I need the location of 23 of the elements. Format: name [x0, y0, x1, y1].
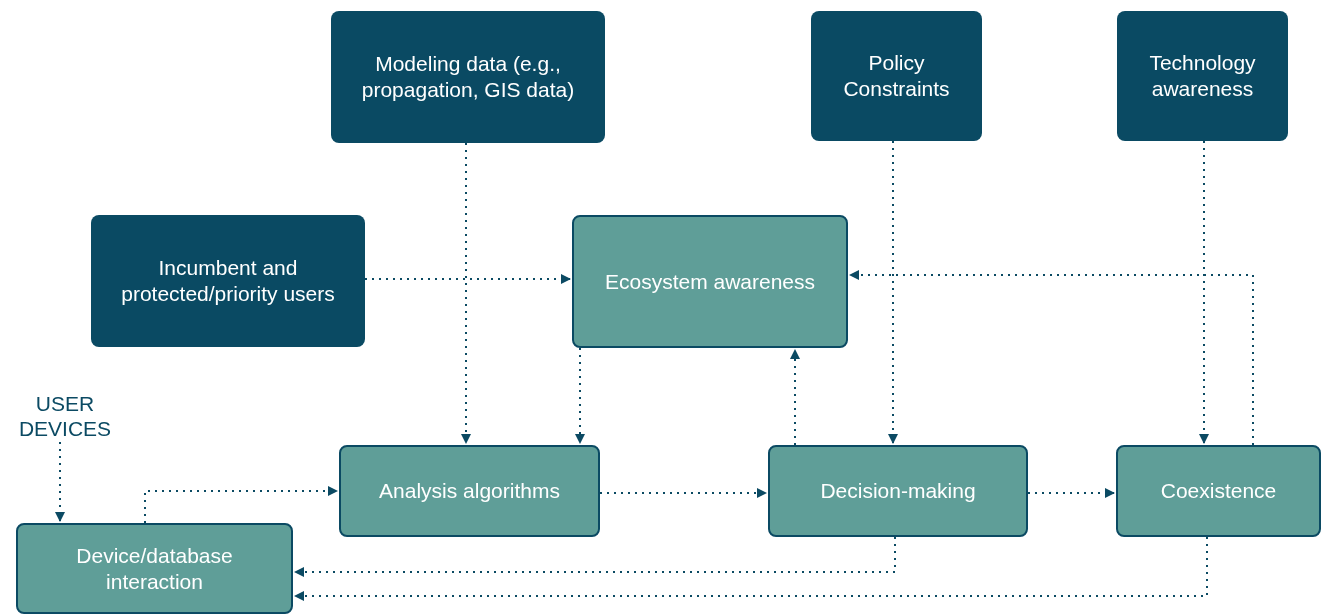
dotted-arrow [55, 441, 65, 522]
input-box: Policy Constraints [811, 11, 982, 141]
process-box: Ecosystem awareness [572, 215, 848, 348]
dotted-arrow [461, 142, 471, 444]
input-box: Modeling data (e.g., propagation, GIS data) [331, 11, 605, 143]
dotted-arrow [575, 347, 585, 444]
process-box: Coexistence [1116, 445, 1321, 537]
dotted-arrow [1199, 140, 1209, 444]
dotted-arrow [790, 349, 800, 446]
input-box: Technology awareness [1117, 11, 1288, 141]
dotted-arrow [1027, 488, 1115, 498]
process-box: Decision-making [768, 445, 1028, 537]
process-box: Device/database interaction [16, 523, 293, 614]
dotted-arrow [364, 274, 571, 284]
text-label: USER DEVICES [10, 390, 120, 442]
process-box: Analysis algorithms [339, 445, 600, 537]
dotted-arrow [294, 536, 896, 577]
dotted-arrow [599, 488, 767, 498]
dotted-arrow [144, 486, 338, 524]
dotted-arrow [294, 536, 1208, 601]
input-box: Incumbent and protected/priority users [91, 215, 365, 347]
dotted-arrow [888, 140, 898, 444]
dotted-arrow [849, 270, 1254, 446]
